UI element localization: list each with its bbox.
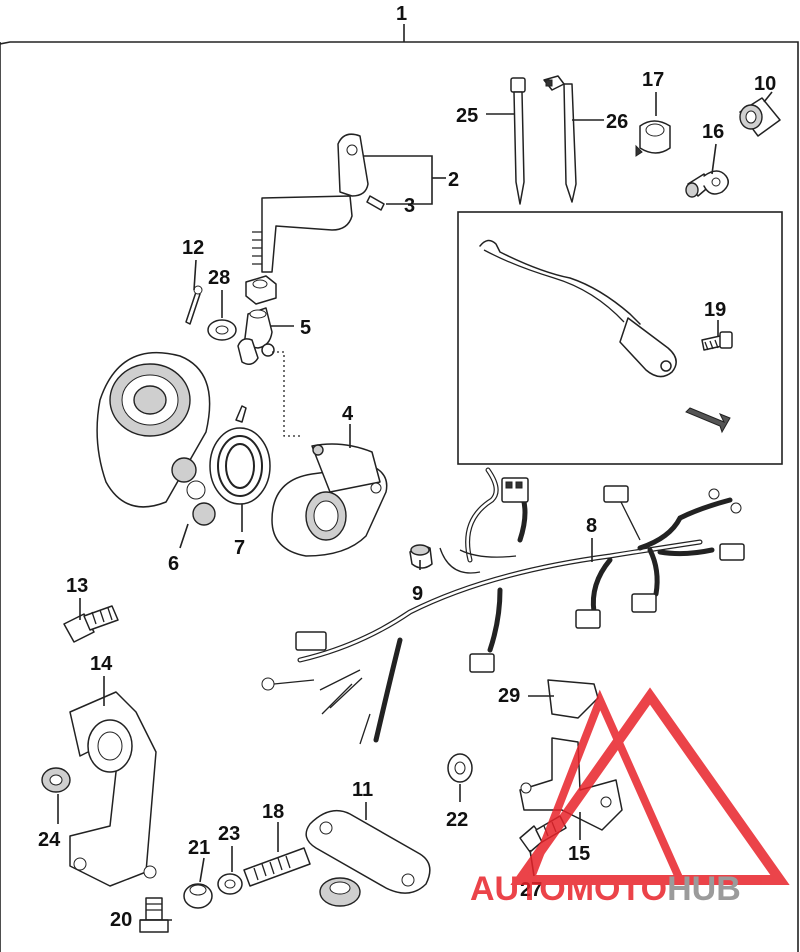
part-25-cable-tie: [510, 77, 526, 205]
part-16-ball-joint: [685, 170, 729, 198]
callout-19: 19: [704, 299, 726, 321]
part-28-washer: [207, 319, 237, 341]
callout-21: 21: [188, 837, 210, 859]
watermark-logo: AUTOMOTOHUB: [470, 687, 790, 908]
callout-4: 4: [342, 403, 354, 425]
callout-24: 24: [38, 829, 61, 851]
watermark-text-hub: HUB: [667, 870, 741, 908]
watermark-inner-triangle-icon: [524, 689, 687, 884]
part-22-washer: [447, 753, 473, 783]
part-19-screw: [701, 331, 733, 351]
part-2-lever-rod: [252, 133, 369, 273]
callout-6: 6: [168, 553, 179, 575]
part-9-bushing: [409, 544, 433, 569]
callout-18: 18: [262, 801, 284, 823]
callout-14: 14: [90, 653, 113, 675]
callout-3: 3: [404, 195, 415, 217]
part-18-stud: [243, 847, 311, 887]
part-14-bracket: [69, 691, 157, 887]
callout-26: 26: [606, 111, 628, 133]
callout-11: 11: [352, 779, 373, 801]
callout-5: 5: [300, 317, 311, 339]
callout-29: 29: [498, 685, 520, 707]
part-26-cable-tie-clip: [543, 75, 577, 203]
callout-22: 22: [446, 809, 468, 831]
part-11-bracket: [305, 809, 431, 907]
part-13-bolt: [63, 605, 119, 643]
watermark-text-auto: AUTO: [470, 870, 566, 908]
callout-15: 15: [568, 843, 590, 865]
watermark-text-moto: MOTO: [566, 870, 667, 908]
watermark-text: AUTOMOTOHUB: [470, 870, 741, 908]
part-17-grommet: [635, 120, 671, 157]
callout-8: 8: [586, 515, 597, 537]
callout-23: 23: [218, 823, 240, 845]
callout-labels: 2 3 4 5 6 7 8 9 10 11 12 13 14 15 16 17 …: [38, 69, 776, 931]
part-5-joint: [237, 307, 275, 365]
part-3-pin: [366, 195, 385, 211]
part-20-bolt: [139, 897, 169, 933]
callout-25: 25: [456, 105, 478, 127]
callout-9: 9: [412, 583, 423, 605]
part-29-plate: [547, 679, 599, 719]
leader-lines: [57, 91, 773, 921]
callout-20: 20: [110, 909, 132, 931]
callout-10: 10: [754, 73, 776, 95]
callout-13: 13: [66, 575, 88, 597]
part-8-wiring-harness: [261, 467, 745, 745]
callout-16: 16: [702, 121, 724, 143]
part-24-grommet: [41, 767, 71, 793]
callout-28: 28: [208, 267, 230, 289]
callout-12: 12: [182, 237, 204, 259]
callout-1: 1: [396, 3, 407, 25]
assembly-frame: 1: [0, 3, 799, 952]
callout-17: 17: [642, 69, 664, 91]
fwd-arrow-badge: FWD: [685, 407, 731, 436]
inset-box: FWD: [457, 211, 783, 465]
callout-7: 7: [234, 537, 245, 559]
callout-2: 2: [448, 169, 459, 191]
part-4-drum: [271, 443, 388, 557]
part-7-spring: [209, 405, 271, 505]
nut: [245, 275, 277, 305]
part-12-cotter-pin: [185, 285, 203, 325]
part-6-cam-pulley: [96, 351, 216, 526]
part-10-collar: [739, 97, 781, 137]
part-21-nut: [183, 883, 213, 909]
part-23-washer: [217, 873, 243, 895]
